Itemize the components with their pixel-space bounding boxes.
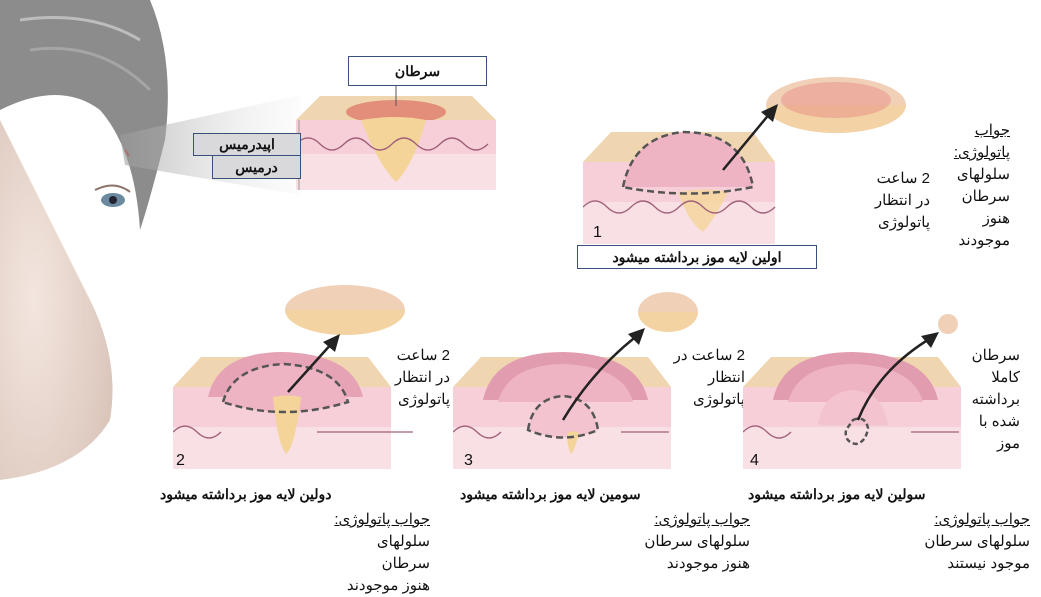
epidermis-label: اپیدرمیس: [193, 133, 301, 156]
wait-line: پاتولوژی: [878, 214, 930, 231]
step-3-illustration: [453, 292, 698, 469]
wait-line: در انتظار: [874, 192, 930, 209]
pathology-title: جواب پاتولوژی:: [654, 511, 750, 528]
result-line: هنوز: [982, 210, 1010, 227]
result-line: سلولهای سرطان: [644, 533, 750, 550]
step-4-number: 4: [750, 452, 759, 469]
wait-line: پاتولوژی: [693, 391, 745, 408]
pathology-title: جواب پاتولوژی:: [334, 511, 430, 528]
step-1-illustration: [583, 77, 906, 244]
result-line: شده با: [978, 413, 1020, 430]
step-1-pathology-result: جواب پاتولوژی: سلولهای سرطان هنوز موجودن…: [930, 120, 1010, 252]
result-line: سرطان: [971, 347, 1020, 364]
step-2-number: 2: [176, 452, 185, 469]
wait-line: 2 ساعت: [876, 170, 930, 187]
step-4-illustration: [743, 314, 961, 469]
step-1-number: 1: [593, 224, 602, 241]
pathology-title: جواب پاتولوژی:: [934, 511, 1030, 528]
result-line: سلولهای سرطان: [376, 533, 430, 572]
result-line: هنوز موجودند: [346, 577, 430, 594]
step-3-wait-text: 2 ساعت در انتظار پاتولوژی: [665, 345, 745, 411]
step-4-pathology-result: جواب پاتولوژی: سلولهای سرطان موجود نیستن…: [920, 509, 1030, 575]
wait-line: انتظار: [708, 369, 745, 386]
result-line: کاملا: [991, 369, 1020, 386]
step-4-result-text: سرطان کاملا برداشته شده با موز: [960, 345, 1020, 455]
step-3-number: 3: [464, 452, 473, 469]
step-1-caption: اولین لایه موز برداشته میشود: [577, 245, 817, 269]
result-line: موز: [996, 435, 1020, 452]
skin-cross-section-illustration: [296, 84, 496, 190]
wait-line: پاتولوژی: [398, 391, 450, 408]
dermis-label: درمیس: [212, 155, 301, 179]
result-line: هنوز موجودند: [666, 555, 750, 572]
step-2-wait-text: 2 ساعت در انتظار پاتولوژی: [375, 345, 450, 411]
step-3-pathology-result: جواب پاتولوژی: سلولهای سرطان هنوز موجودن…: [640, 509, 750, 575]
result-line: برداشته: [971, 391, 1020, 408]
pathology-title: جواب: [974, 122, 1010, 139]
pathology-title: پاتولوژی:: [953, 144, 1010, 161]
cancer-label: سرطان: [348, 56, 487, 86]
wait-line: 2 ساعت در: [673, 347, 745, 364]
result-line: موجود نیستند: [947, 555, 1030, 572]
wait-line: 2 ساعت: [396, 347, 450, 364]
step-1-wait-text: 2 ساعت در انتظار پاتولوژی: [850, 168, 930, 234]
step-4-caption: سولین لایه موز برداشته میشود: [748, 486, 926, 502]
result-line: سرطان: [961, 188, 1010, 205]
result-line: سلولهای: [956, 166, 1010, 183]
step-2-pathology-result: جواب پاتولوژی: سلولهای سرطان هنوز موجودن…: [330, 509, 430, 597]
step-3-caption: سومین لایه موز برداشته میشود: [460, 486, 641, 502]
wait-line: در انتظار: [394, 369, 450, 386]
result-line: سلولهای سرطان: [924, 533, 1030, 550]
result-line: موجودند: [958, 232, 1010, 249]
step-2-caption: دولین لایه موز برداشته میشود: [160, 486, 332, 502]
step-2-illustration: [173, 285, 413, 469]
